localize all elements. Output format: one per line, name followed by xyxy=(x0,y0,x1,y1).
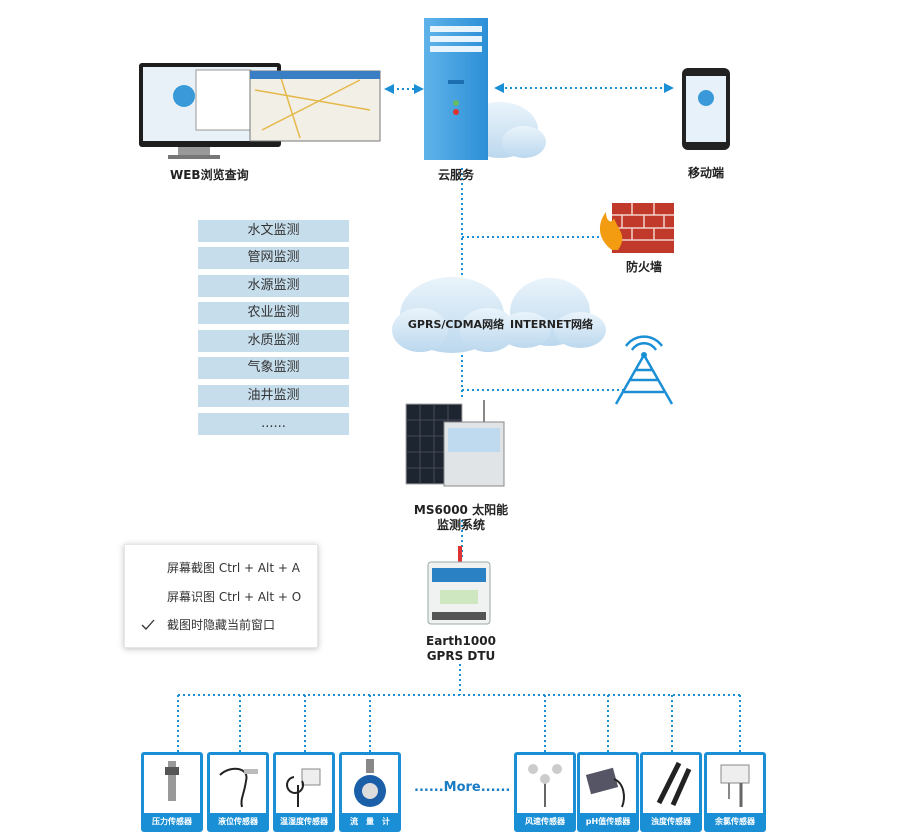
monitoring-item: 水质监测 xyxy=(198,330,349,352)
menu-item-screenshot[interactable]: 屏幕截图 Ctrl + Alt + A xyxy=(167,561,300,575)
server-icon xyxy=(424,18,488,160)
monitoring-item: 气象监测 xyxy=(198,357,349,379)
context-menu: 屏幕截图 Ctrl + Alt + A 屏幕识图 Ctrl + Alt + O … xyxy=(124,544,318,648)
flowmeter-icon xyxy=(342,755,398,813)
sensor-label: 浊度传感器 xyxy=(651,817,691,826)
monitoring-item: 水源监测 xyxy=(198,275,349,297)
sensor-card: 流 量 计 xyxy=(339,752,401,832)
sensor-label: 流 量 计 xyxy=(350,817,390,826)
sensor-label: 液位传感器 xyxy=(218,817,258,826)
network-clouds xyxy=(392,277,606,353)
internet-network-label: INTERNET网络 xyxy=(510,318,594,331)
pressure-sensor-icon xyxy=(144,755,200,813)
sensor-label: pH值传感器 xyxy=(585,817,631,826)
ms6000-label-line2: 监测系统 xyxy=(436,518,485,532)
monitor-icon xyxy=(139,63,381,159)
humidity-sensor-icon xyxy=(276,755,332,813)
turbidity-sensor-icon xyxy=(643,755,699,813)
monitoring-item: 农业监测 xyxy=(198,302,349,324)
arrow-heads xyxy=(384,83,674,94)
dtu-label-line1: Earth1000 xyxy=(426,634,496,648)
phone-icon xyxy=(682,68,730,150)
level-sensor-icon xyxy=(210,755,266,813)
sensor-card: 余氯传感器 xyxy=(704,752,766,832)
menu-item-image-recognition[interactable]: 屏幕识图 Ctrl + Alt + O xyxy=(167,590,302,604)
web-label: WEB浏览查询 xyxy=(170,168,249,182)
sensor-card: 压力传感器 xyxy=(141,752,203,832)
menu-item-hide-window[interactable]: 截图时隐藏当前窗口 xyxy=(167,618,276,632)
monitoring-item: 水文监测 xyxy=(198,220,349,242)
monitoring-item: ...... xyxy=(198,413,349,435)
dtu-label-line2: GPRS DTU xyxy=(426,649,496,663)
sensor-label: 余氯传感器 xyxy=(715,817,755,826)
sensor-card: 浊度传感器 xyxy=(640,752,702,832)
sensor-card: pH值传感器 xyxy=(577,752,639,832)
wind-sensor-icon xyxy=(517,755,573,813)
gprs-network-label: GPRS/CDMA网络 xyxy=(407,318,505,331)
sensor-label: 温湿度传感器 xyxy=(280,817,328,826)
checkmark-icon xyxy=(141,619,155,630)
sensor-label: 压力传感器 xyxy=(152,817,192,826)
ms6000-label-line1: MS6000 太阳能 xyxy=(413,503,509,517)
firewall-icon xyxy=(599,203,674,253)
sensor-label: 风速传感器 xyxy=(525,817,565,826)
chlorine-sensor-icon xyxy=(707,755,763,813)
sensor-card: 风速传感器 xyxy=(514,752,576,832)
tower-icon xyxy=(614,335,674,405)
mobile-label: 移动端 xyxy=(687,166,724,180)
dotted-links xyxy=(177,87,741,752)
dtu-icon xyxy=(427,546,491,625)
firewall-label: 防火墙 xyxy=(625,260,662,274)
sensor-card: 温湿度传感器 xyxy=(273,752,335,832)
more-label: ......More...... xyxy=(414,780,511,795)
sensor-card: 液位传感器 xyxy=(207,752,269,832)
ph-sensor-icon xyxy=(580,755,636,813)
monitoring-item: 油井监测 xyxy=(198,385,349,407)
cloud-service-label: 云服务 xyxy=(437,168,474,182)
monitoring-item: 管网监测 xyxy=(198,247,349,269)
solar-station-icon xyxy=(405,400,505,487)
